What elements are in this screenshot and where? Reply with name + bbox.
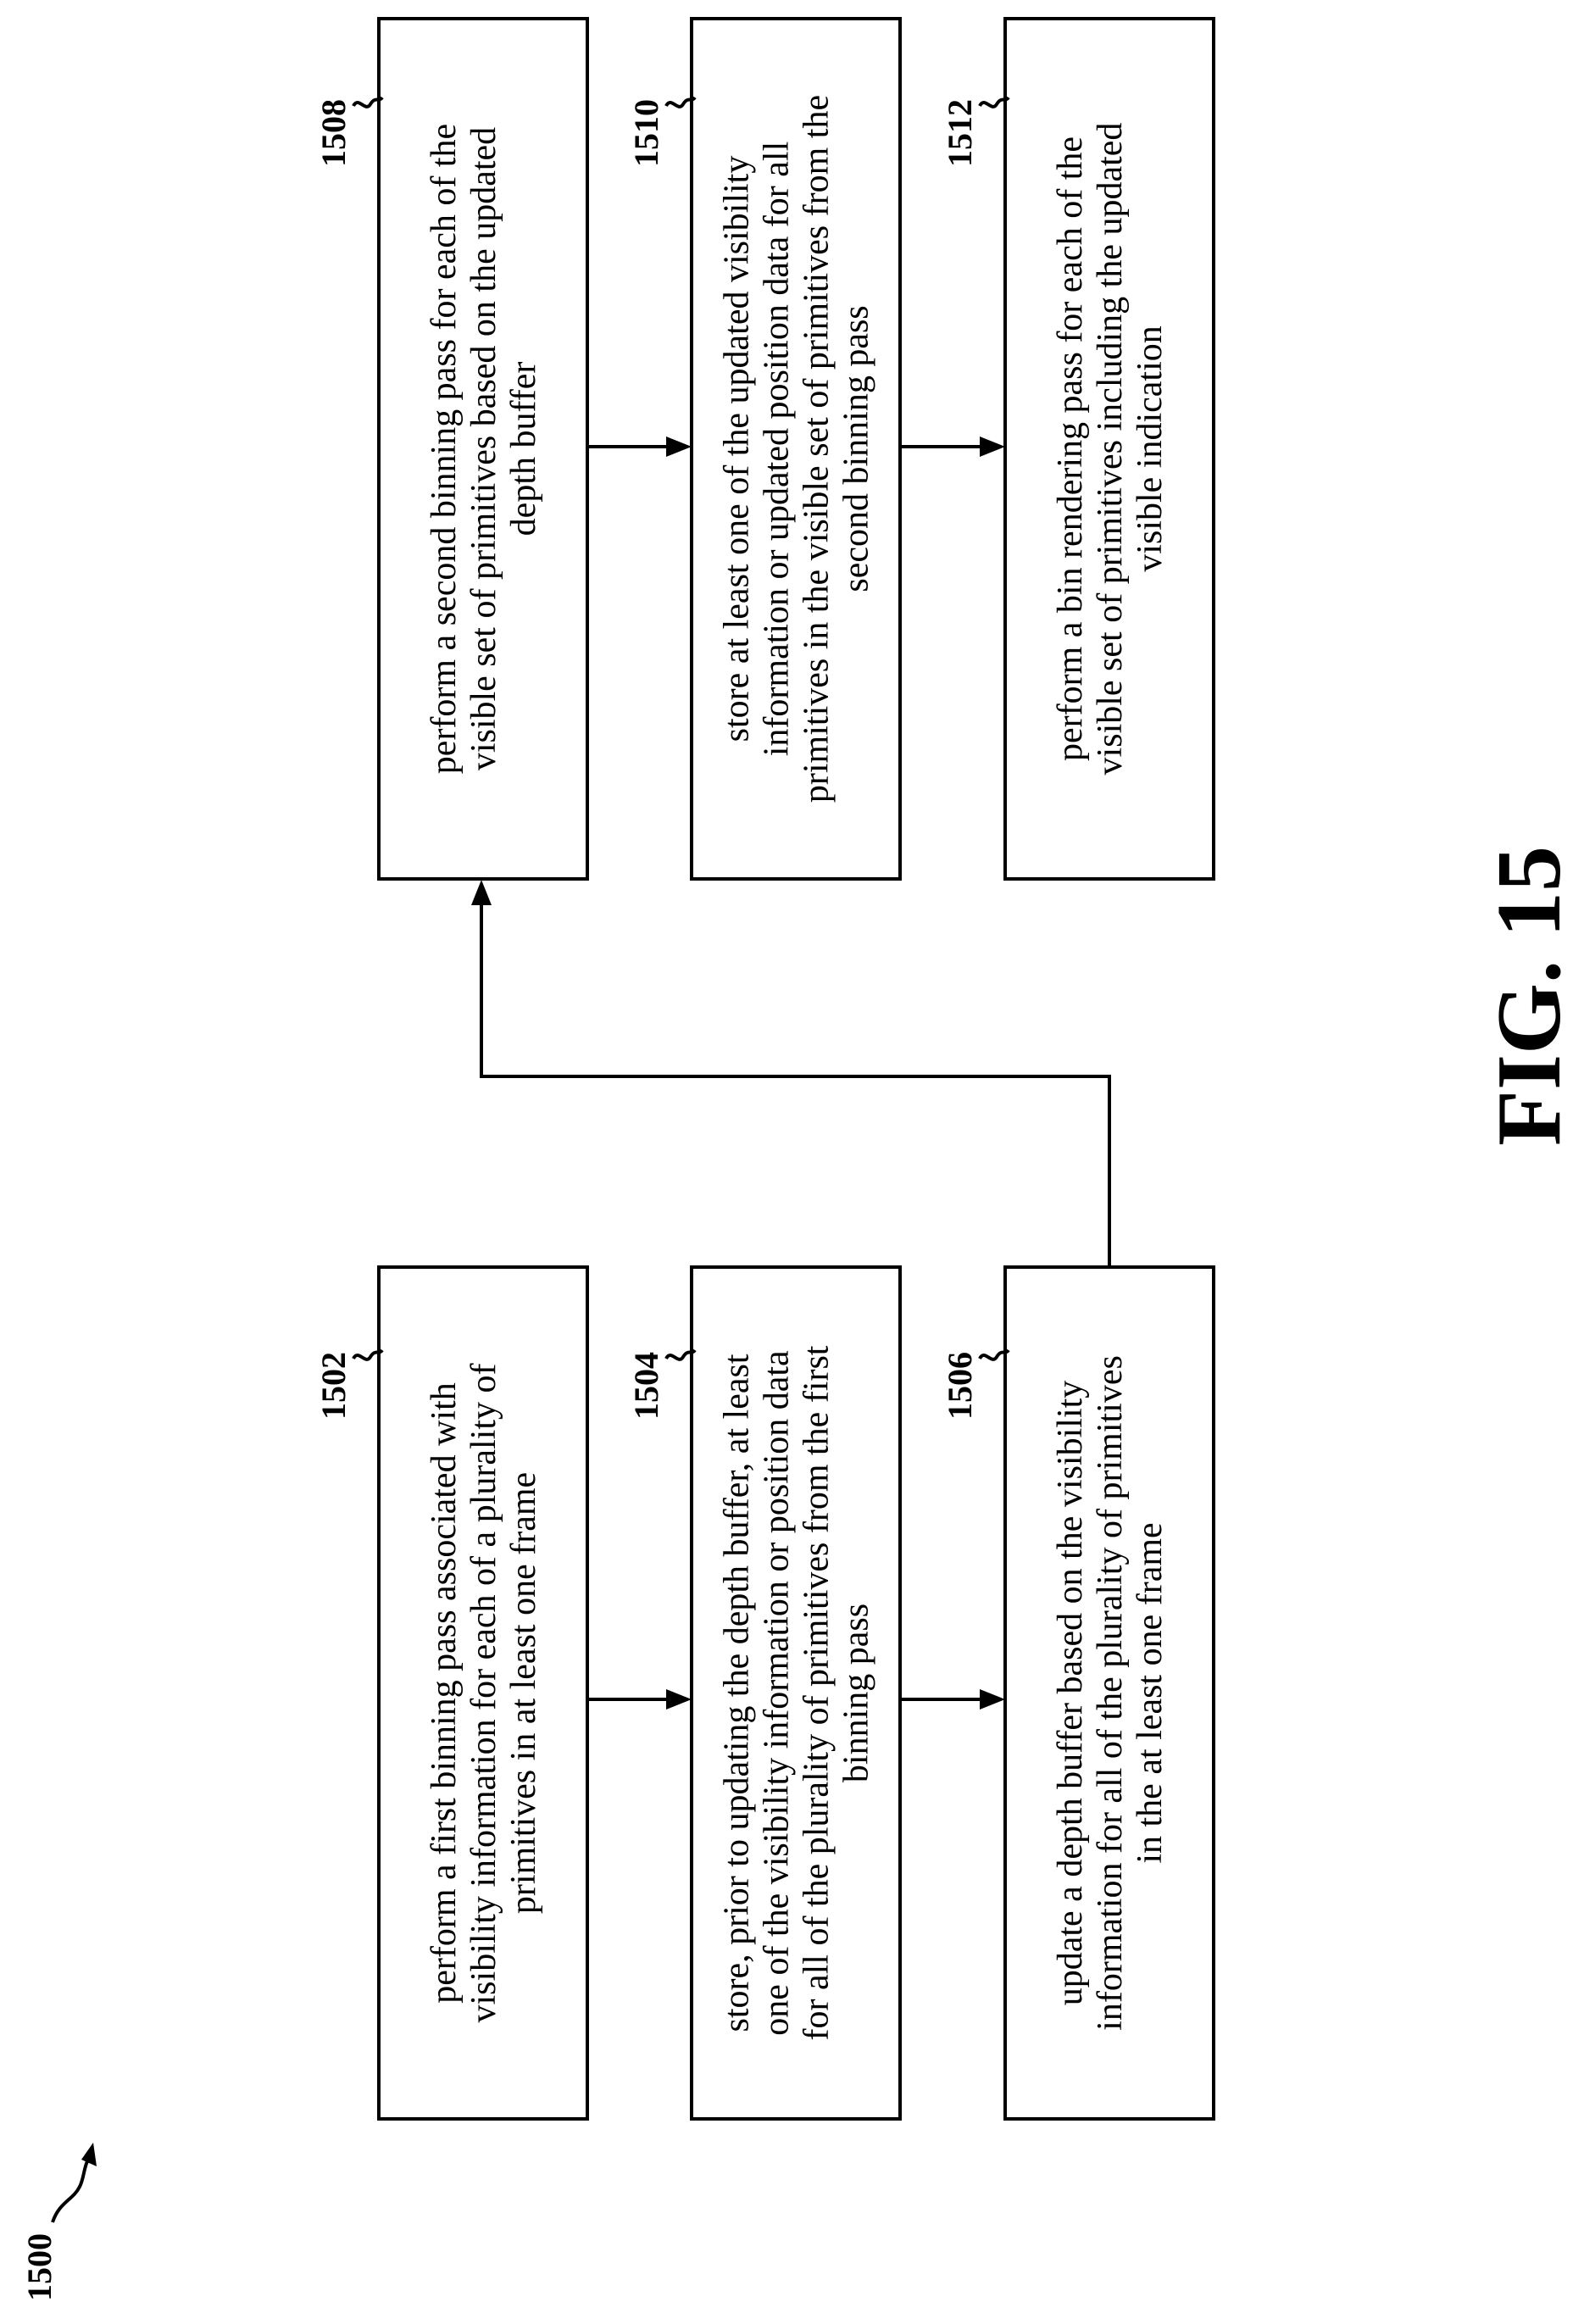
- step-text-line: visible indication: [1131, 325, 1170, 571]
- arrowhead-1502-to-1504: [666, 1689, 692, 1710]
- figure-label: FIG. 15: [1479, 846, 1580, 1146]
- step-text-line: perform a bin rendering pass for each of…: [1051, 136, 1090, 761]
- step-text-line: visible set of primitives including the …: [1091, 123, 1130, 776]
- step-text-line: for all of the plurality of primitives f…: [798, 1345, 836, 2040]
- arrowhead-into-1508: [471, 880, 492, 905]
- step-text-line: update a depth buffer based on the visib…: [1051, 1381, 1090, 2006]
- step-ref-1512: 1512: [941, 99, 979, 167]
- step-ref-1506: 1506: [941, 1352, 979, 1420]
- step-text-line: in the at least one frame: [1131, 1522, 1170, 1863]
- step-text-line: one of the visibility information or pos…: [758, 1350, 797, 2036]
- step-ref-1504: 1504: [627, 1352, 665, 1420]
- step-text-line: primitives in the visible set of primiti…: [798, 95, 836, 803]
- arrowhead-1510-to-1512: [980, 436, 1005, 457]
- step-text-line: store, prior to updating the depth buffe…: [718, 1354, 757, 2032]
- step-ref-1508: 1508: [314, 99, 353, 167]
- step-text-line: perform a second binning pass for each o…: [425, 124, 464, 774]
- arrowhead-1508-to-1510: [666, 436, 692, 457]
- figure-reference-number: 1500: [20, 2233, 58, 2301]
- arrowhead-1504-to-1506: [980, 1689, 1005, 1710]
- step-text-line: visible set of primitives based on the u…: [464, 127, 503, 770]
- step-text-line: depth buffer: [504, 362, 543, 537]
- step-text-line: binning pass: [837, 1604, 876, 1782]
- connector-1506-to-1508: [481, 903, 1109, 1267]
- step-ref-1510: 1510: [627, 99, 665, 167]
- step-text-line: store at least one of the updated visibi…: [718, 156, 757, 742]
- step-ref-1502: 1502: [314, 1352, 353, 1420]
- step-text-line: perform a first binning pass associated …: [425, 1382, 464, 2004]
- step-text-line: information or updated position data for…: [758, 142, 797, 756]
- figure-reference-arrowhead: [81, 2143, 97, 2166]
- step-text-line: second binning pass: [837, 305, 876, 592]
- step-text-line: primitives in at least one frame: [504, 1472, 543, 1914]
- step-text-line: information for all of the plurality of …: [1091, 1355, 1130, 2031]
- step-text-line: visibility information for each of a plu…: [464, 1364, 503, 2023]
- figure-reference-arrow: [53, 2153, 92, 2222]
